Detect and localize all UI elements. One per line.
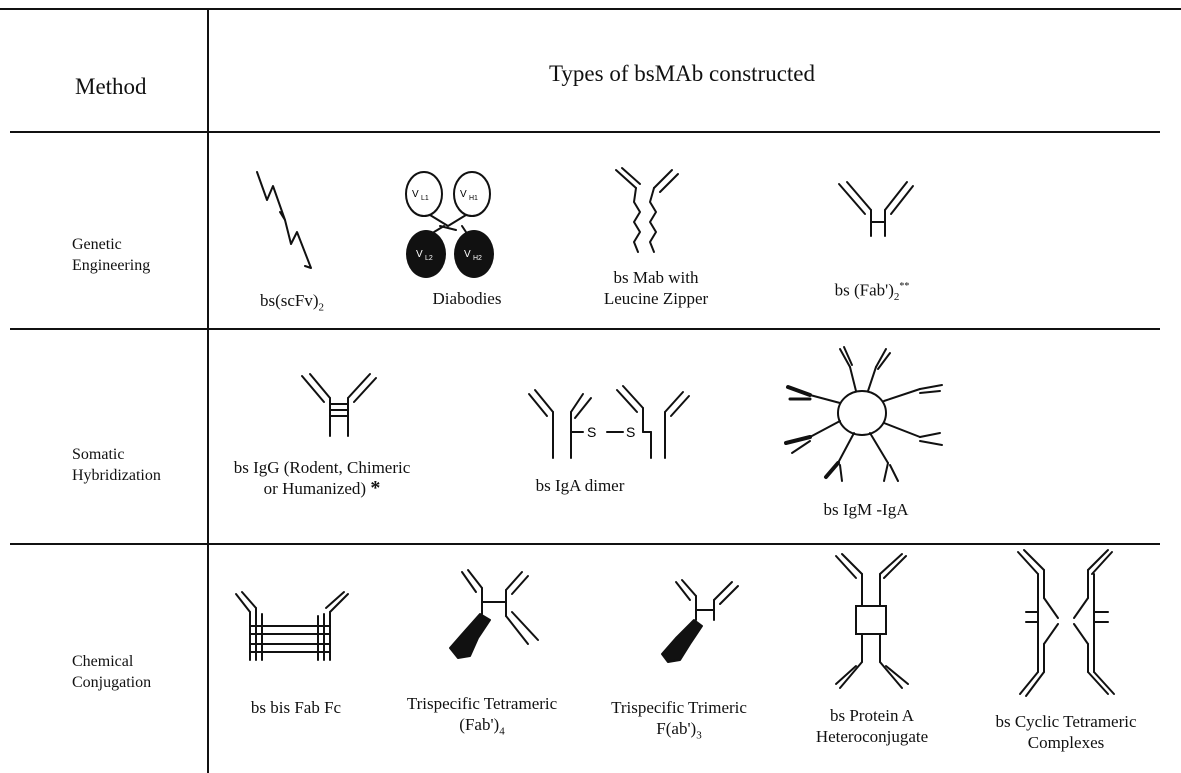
svg-text:H1: H1 [469,195,478,202]
label-diabodies: Diabodies [433,288,502,309]
svg-text:S: S [626,424,635,440]
types-header: Types of bsMAb constructed [549,61,815,87]
fab2-diagram [835,180,915,245]
method-header: Method [75,74,147,100]
label-bs-iga-dimer: bs IgA dimer [536,475,625,496]
row-divider-1 [10,328,1160,330]
svg-text:L2: L2 [425,255,433,262]
label-bs-igm-iga: bs IgM -IgA [824,499,909,520]
label-trispecific-trimeric: Trispecific Trimeric F(ab')3 [611,697,747,746]
igg-diagram [298,372,378,442]
cyclic-tetrameric-diagram [1012,548,1122,698]
header-top-rule [0,8,1181,10]
svg-text:S: S [587,424,596,440]
bis-fab-fc-diagram [232,590,352,670]
svg-text:V: V [460,189,467,200]
label-bs-igg: bs IgG (Rodent, Chimeric or Humanized) * [234,457,411,499]
svg-text:V: V [412,189,419,200]
row-divider-2 [10,543,1160,545]
label-bis-fab-fc: bs bis Fab Fc [251,697,341,718]
iga-dimer-diagram: S S [525,384,695,464]
header-bottom-rule [10,131,1160,133]
column-divider [207,8,209,773]
label-bs-scfv2: bs(scFv)2 [260,290,324,318]
igm-iga-diagram [780,345,950,485]
leucine-zipper-diagram [612,166,692,266]
svg-text:L1: L1 [421,195,429,202]
label-trispecific-tetrameric: Trispecific Tetrameric (Fab')4 [407,693,557,742]
protein-a-heteroconjugate-diagram [832,552,912,692]
svg-text:V: V [464,249,471,260]
svg-text:V: V [416,249,423,260]
svg-text:H2: H2 [473,255,482,262]
label-bs-fab2: bs (Fab')2** [835,276,910,308]
trispecific-trimeric-diagram [650,578,740,668]
trispecific-tetrameric-diagram [440,568,550,668]
diabody-diagram: V L1 V H1 V L2 V H2 [400,168,520,288]
scfv-diagram [245,170,335,280]
